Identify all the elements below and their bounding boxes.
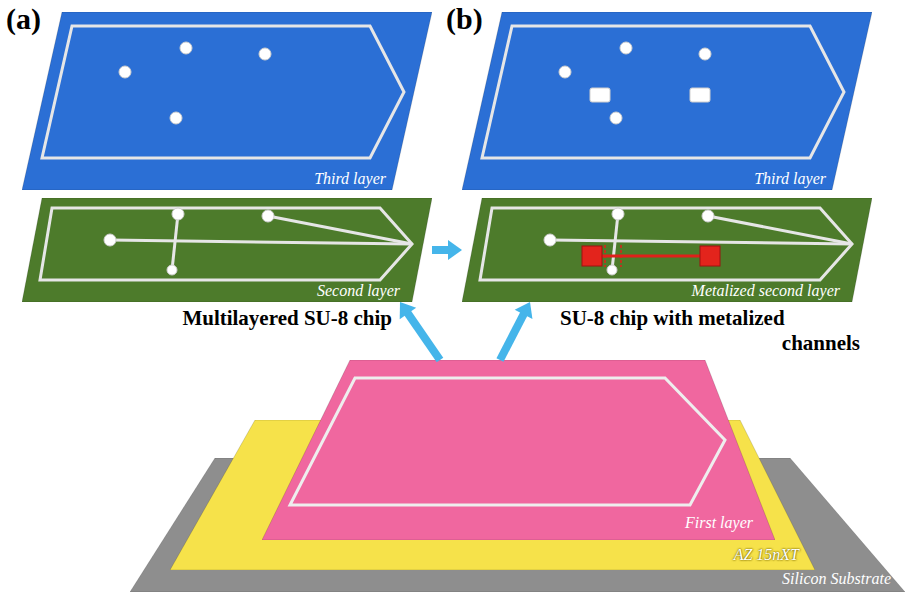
chip-caption: Multilayered SU-8 chip (132, 306, 392, 331)
first-layer-panel: First layer (262, 360, 775, 540)
third-layer-a-holes (119, 42, 271, 124)
arrow-head (400, 302, 416, 319)
metal-electrodes-part (604, 245, 606, 267)
third-layer-a-holes-part (170, 112, 182, 124)
second-layer-b-holes-part (612, 208, 624, 220)
second-layer-b-holes (544, 208, 714, 275)
panel-letter: (a) (6, 2, 66, 36)
second-layer-a-channels-part (40, 208, 412, 280)
process-arrow (400, 302, 440, 360)
third-layer-b-holes-part (690, 88, 710, 102)
arrow-head (448, 240, 462, 260)
layer-shape (22, 12, 432, 190)
layer-label: AZ 15nXT (734, 546, 799, 564)
metal-electrodes-part (582, 246, 602, 266)
second-layer-b-channels-part (708, 216, 852, 244)
metal-electrodes-part (700, 246, 720, 266)
layer-fill (462, 12, 872, 190)
third-layer-panel: Third layer (22, 12, 432, 190)
second-layer-a-holes-part (167, 265, 177, 275)
second-layer-a-channels (40, 208, 412, 280)
second-layer-a-channels-part (172, 214, 178, 270)
layer-fill (170, 420, 815, 570)
second-layer-b-holes-part (544, 234, 556, 246)
second-layer-b-channels-part (612, 214, 618, 270)
layer-shape (170, 420, 815, 570)
third-layer-b-holes-part (559, 66, 571, 78)
process-arrow (500, 302, 532, 360)
third-layer-a-holes-part (259, 48, 271, 60)
layer-fill (262, 360, 775, 540)
photoresist-layer: AZ 15nXT (170, 420, 815, 570)
arrow-shaft (500, 313, 524, 360)
arrow-head (515, 302, 533, 319)
arrow-shaft (432, 246, 450, 254)
third-layer-b-holes (559, 42, 711, 124)
layer-fill (22, 12, 432, 190)
layer-shape (462, 12, 872, 190)
layer-label: Third layer (314, 170, 386, 188)
metalized-layer-panel: Metalized second layer (462, 198, 872, 302)
third-layer-b-channels (482, 26, 844, 158)
second-layer-b-holes-part (702, 210, 714, 222)
second-layer-b-channels (480, 208, 852, 280)
arrow-shaft (407, 312, 440, 360)
panel-letter: (b) (446, 2, 506, 36)
layer-label: Metalized second layer (692, 282, 840, 300)
layer-label: Third layer (754, 170, 826, 188)
second-layer-panel: Second layer (22, 198, 432, 302)
third-layer-b-channels-part (482, 26, 844, 158)
second-layer-a-holes-part (104, 234, 116, 246)
second-layer-b-holes-part (607, 265, 617, 275)
third-layer-b-holes-part (590, 88, 610, 102)
second-layer-a-holes-part (262, 210, 274, 222)
layer-fill (462, 198, 872, 302)
layer-label: Silicon Substrate (782, 570, 891, 588)
layer-fill (130, 458, 905, 592)
second-layer-a-channels-part (268, 216, 412, 244)
chip-caption: SU-8 chip with metalized channels (560, 306, 860, 356)
first-layer-channel (290, 378, 725, 505)
third-layer-a-channels (42, 26, 404, 158)
metal-electrodes (582, 245, 720, 267)
layer-label: First layer (685, 514, 753, 532)
second-layer-a-holes-part (172, 208, 184, 220)
third-layer-a-holes-part (180, 42, 192, 54)
layer-label: Second layer (317, 282, 400, 300)
substrate-layer: Silicon Substrate (130, 458, 905, 592)
third-layer-b-holes-part (699, 48, 711, 60)
third-layer-panel: Third layer (462, 12, 872, 190)
process-arrow (432, 240, 462, 260)
third-layer-b-holes-part (610, 112, 622, 124)
third-layer-a-holes-part (119, 66, 131, 78)
second-layer-b-channels-part (550, 240, 852, 244)
metal-electrodes-part (600, 255, 702, 258)
first-layer-channel-part (290, 378, 725, 505)
second-layer-a-channels-part (110, 240, 412, 244)
second-layer-b-channels-part (480, 208, 852, 280)
third-layer-b-holes-part (620, 42, 632, 54)
layer-shape (262, 360, 775, 540)
layer-fill (22, 198, 432, 302)
second-layer-a-holes (104, 208, 274, 275)
third-layer-a-channels-part (42, 26, 404, 158)
metal-electrodes-part (620, 245, 622, 267)
